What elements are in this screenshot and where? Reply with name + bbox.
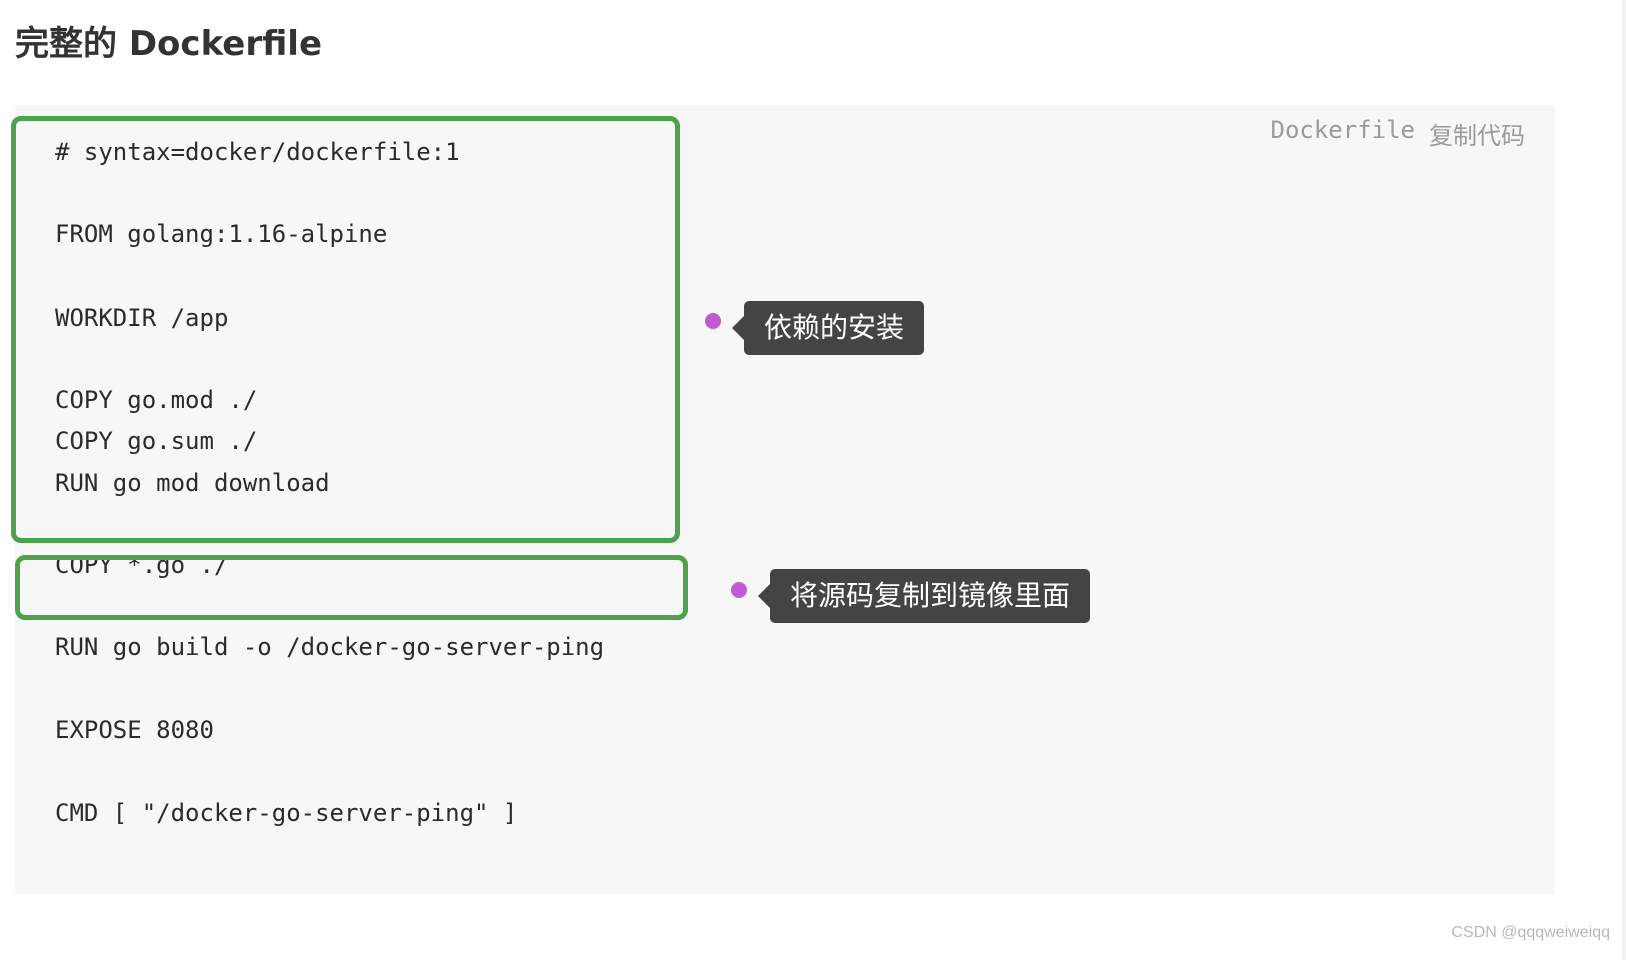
code-line: CMD [ "/docker-go-server-ping" ] bbox=[55, 799, 518, 827]
dependency-callout: 依赖的安装 bbox=[731, 301, 925, 355]
code-line: RUN go build -o /docker-go-server-ping bbox=[55, 633, 605, 661]
copy-code-button[interactable]: 复制代码 bbox=[1429, 122, 1525, 150]
code-line: RUN go mod download bbox=[55, 469, 330, 497]
dependency-highlight-box bbox=[11, 116, 680, 543]
code-line: COPY go.mod ./ bbox=[55, 386, 258, 414]
code-line: EXPOSE 8080 bbox=[55, 716, 214, 744]
scrollbar-track[interactable] bbox=[1622, 0, 1626, 960]
code-line: COPY go.sum ./ bbox=[55, 427, 258, 455]
code-block: Dockerfile 复制代码 # syntax=docker/dockerfi… bbox=[15, 105, 1555, 894]
annotation-marker-dot bbox=[705, 313, 721, 329]
watermark: CSDN @qqqweiweiqq bbox=[1451, 924, 1610, 941]
annotation-marker-dot bbox=[731, 582, 747, 598]
source-copy-highlight-box bbox=[15, 555, 688, 620]
source-copy-callout: 将源码复制到镜像里面 bbox=[757, 569, 1091, 623]
code-line: FROM golang:1.16-alpine bbox=[55, 220, 388, 248]
code-line: # syntax=docker/dockerfile:1 bbox=[55, 138, 460, 166]
page-title: 完整的 Dockerfile bbox=[15, 24, 323, 64]
code-block-header: Dockerfile 复制代码 bbox=[1271, 116, 1526, 151]
code-language-label: Dockerfile bbox=[1270, 116, 1416, 144]
code-line: WORKDIR /app bbox=[55, 304, 229, 332]
